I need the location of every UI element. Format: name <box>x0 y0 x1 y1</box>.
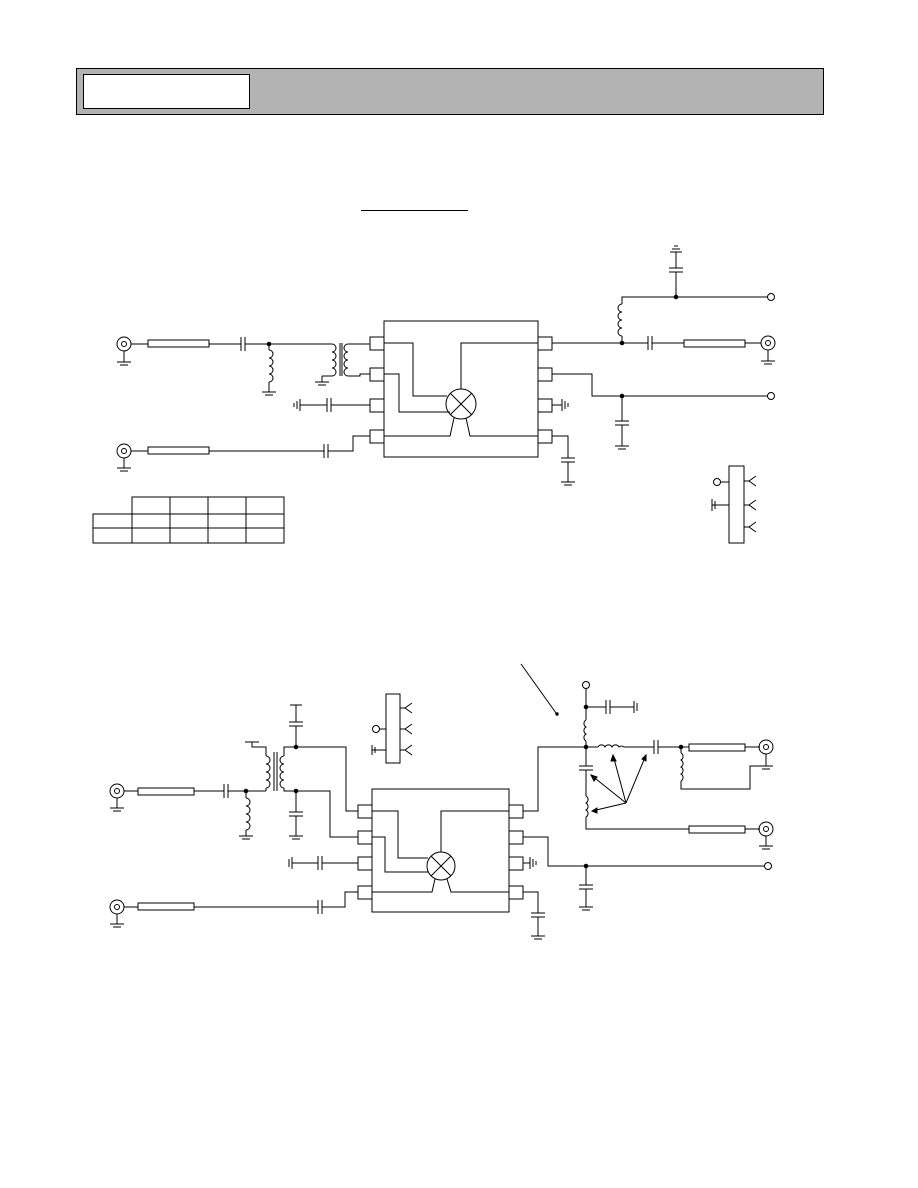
rf-connector-bottom-2 <box>109 899 125 928</box>
rf-connector-top-out <box>760 335 776 365</box>
transmission-line-bottom-2 <box>137 902 195 911</box>
transmission-line-top-1 <box>147 339 210 348</box>
ic-pin-7 <box>537 367 553 382</box>
rf-connector-bottom-out <box>758 739 774 770</box>
ic-pin-6 <box>537 398 553 413</box>
mixer-ic-top <box>383 320 539 458</box>
ic-pin-3 <box>369 398 385 413</box>
transformer-top <box>315 343 349 386</box>
ic-pin-1 <box>369 336 385 351</box>
mixer-symbol <box>445 388 477 420</box>
inductor-top-bias <box>617 303 623 337</box>
component-table <box>92 496 285 544</box>
bottom-schematic <box>109 663 774 940</box>
callout-arrows <box>520 663 647 814</box>
mixer-ic-bottom <box>371 788 510 913</box>
power-header-bottom <box>371 693 413 764</box>
ic-pin-8 <box>537 336 553 351</box>
transmission-line-bottom-1 <box>137 787 195 796</box>
top-schematic <box>92 245 776 544</box>
power-header-top <box>711 465 757 544</box>
rf-connector-bottom-1 <box>109 783 125 812</box>
rf-connector-top-1 <box>116 336 132 366</box>
rf-connector-top-2 <box>116 443 132 472</box>
rf-connector-bottom-out2 <box>758 821 774 850</box>
transmission-line-top-out <box>683 339 746 348</box>
ic-pin-5 <box>537 429 553 444</box>
transformer-bottom <box>245 741 285 791</box>
mixer-symbol-bottom <box>426 851 456 881</box>
ic-pin-2 <box>369 367 385 382</box>
header-label-box <box>83 74 250 109</box>
inductor-top-shunt <box>268 349 274 383</box>
header-bar <box>76 68 824 115</box>
transmission-line-bottom-out <box>688 743 746 752</box>
transmission-line-top-2 <box>147 446 210 455</box>
figure-title-underline <box>361 210 468 211</box>
transmission-line-bottom-out2 <box>688 825 746 834</box>
ic-pin-4 <box>369 429 385 444</box>
